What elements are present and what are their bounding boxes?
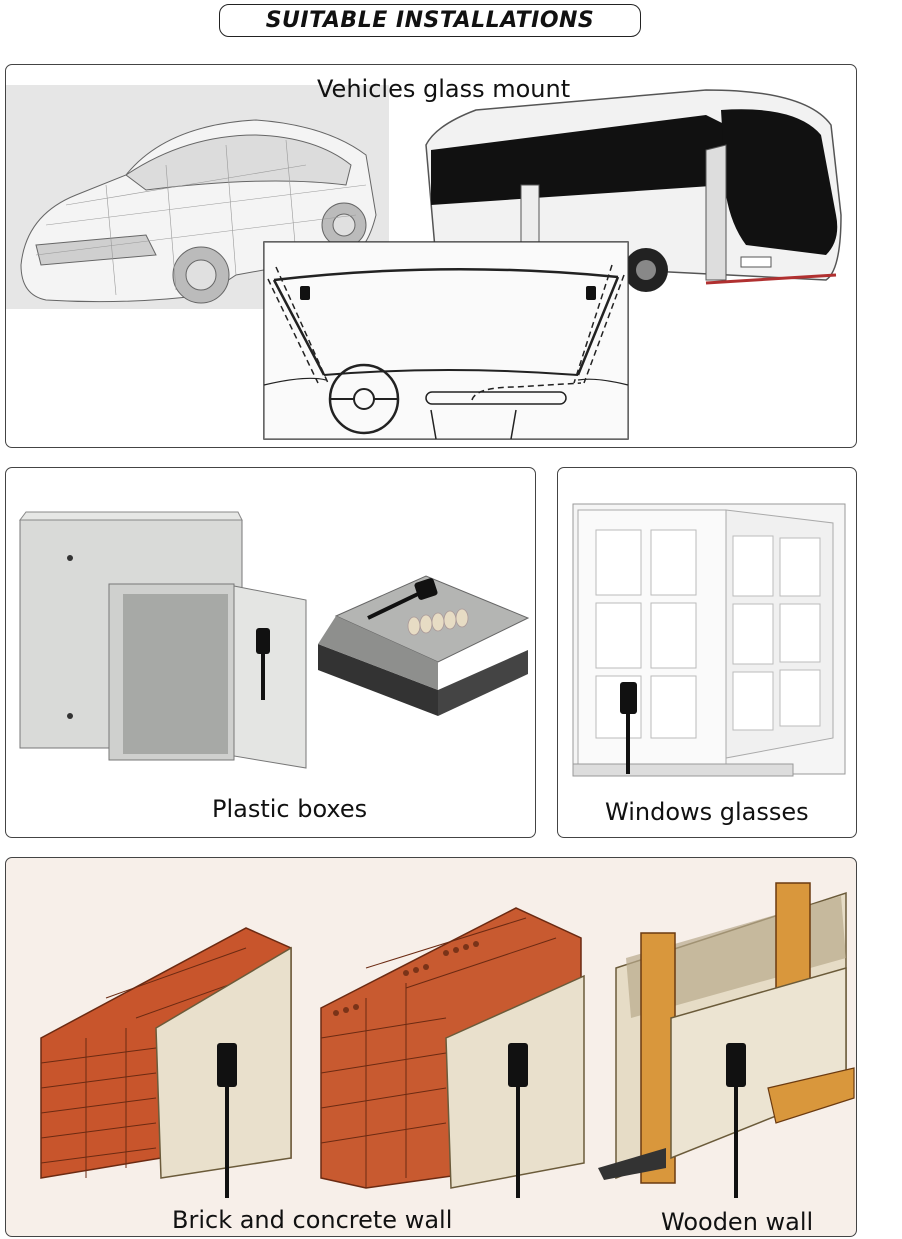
plastic-boxes-caption: Plastic boxes — [212, 795, 368, 823]
bus-image — [425, 89, 842, 292]
plastic-boxes-panel: Plastic boxes — [5, 467, 536, 838]
sensor-box — [414, 578, 438, 600]
sensor-concrete — [508, 1043, 528, 1087]
vehicles-panel: Vehicles glass mount — [5, 64, 857, 448]
walls-illustration — [40, 882, 855, 1198]
sensor-wood — [726, 1043, 746, 1087]
sensor-right — [586, 286, 596, 300]
wooden-wall — [598, 882, 855, 1198]
window-illustration — [572, 503, 846, 777]
plastic-boxes-illustration — [19, 511, 530, 769]
sensor-left — [300, 286, 310, 300]
vehicles-caption: Vehicles glass mount — [317, 75, 571, 103]
concrete-wall — [320, 907, 585, 1198]
brick-wall-caption: Brick and concrete wall — [172, 1206, 453, 1234]
walls-panel: Brick and concrete wall Wooden wall — [5, 857, 857, 1237]
page-title: SUITABLE INSTALLATIONS — [219, 4, 641, 37]
vehicles-illustration — [6, 85, 842, 440]
wooden-wall-caption: Wooden wall — [661, 1208, 814, 1236]
windows-panel: Windows glasses — [557, 467, 857, 838]
windows-caption: Windows glasses — [605, 798, 809, 826]
brick-wall — [40, 927, 292, 1198]
windshield-diagram — [263, 241, 629, 440]
sensor-window — [620, 682, 637, 714]
sensor-cabinet — [256, 628, 270, 654]
sensor-brick — [217, 1043, 237, 1087]
